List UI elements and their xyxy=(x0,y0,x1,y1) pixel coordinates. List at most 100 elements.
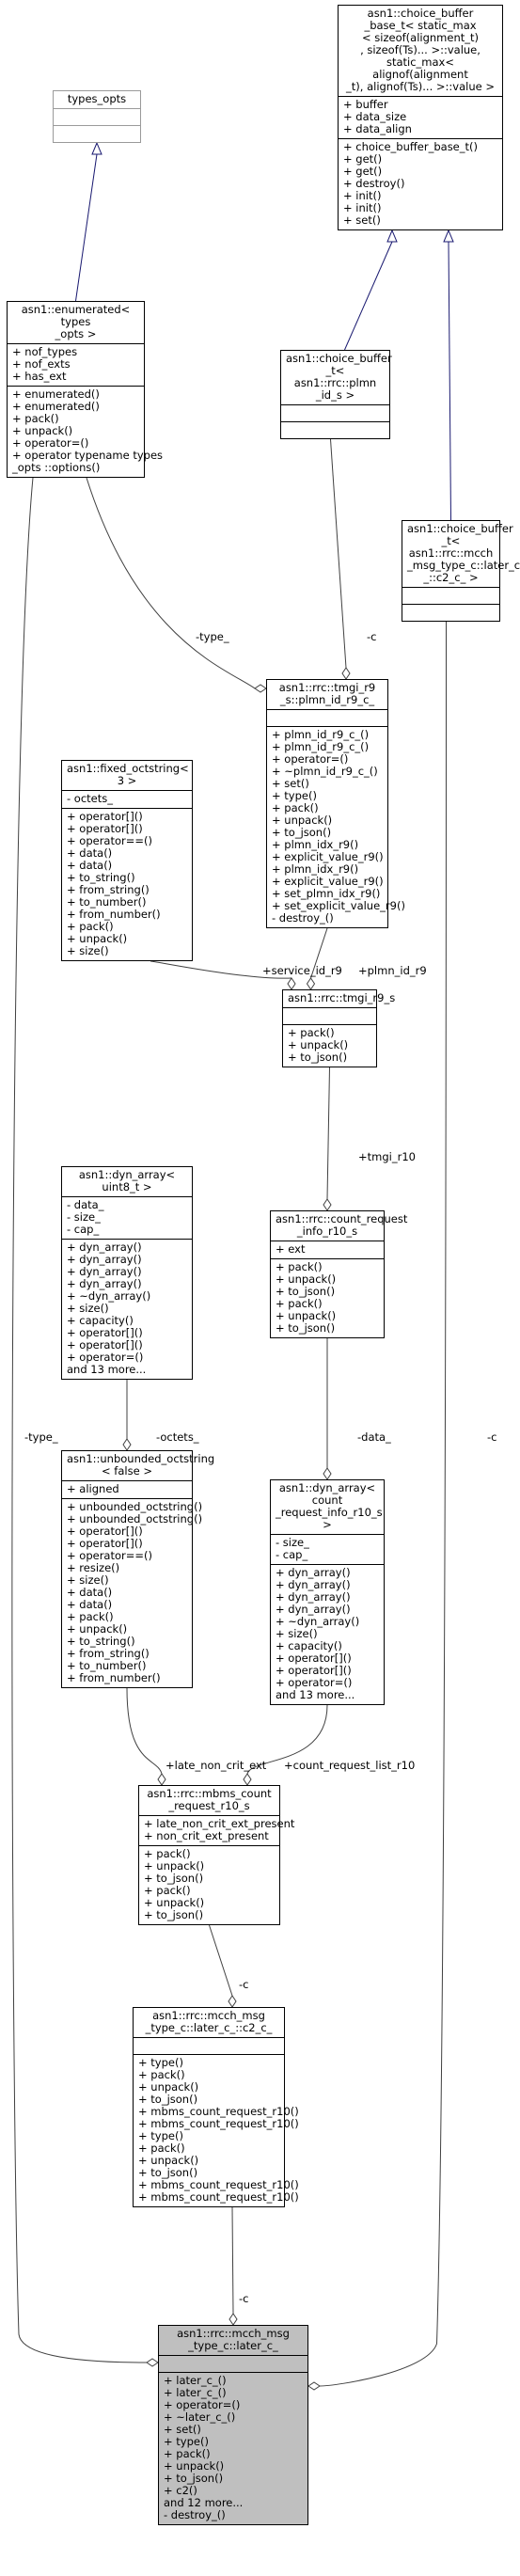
class-member: + to_json() xyxy=(276,1285,336,1298)
class-tmgi-r9[interactable]: asn1::rrc::tmgi_r9_s + pack()+ unpack()+… xyxy=(282,989,396,1067)
class-unbounded-octstring[interactable]: asn1::unbounded_octstring < false > + al… xyxy=(61,1450,214,1688)
class-member: + resize() xyxy=(67,1561,120,1574)
class-enumerated[interactable]: asn1::enumerated< types _opts > + nof_ty… xyxy=(7,301,163,478)
class-member: + pack() xyxy=(144,1847,191,1860)
class-member: + ~dyn_array() xyxy=(276,1615,360,1628)
class-member: + pack() xyxy=(272,801,319,814)
edge-label-count-request-list: +count_request_list_r10 xyxy=(284,1759,416,1772)
class-member: + operator=() xyxy=(164,2398,241,2411)
class-attributes: + nof_types+ nof_exts+ has_ext xyxy=(8,343,144,386)
class-member: + set_plmn_idx_r9() xyxy=(272,887,381,900)
class-member: + data() xyxy=(67,1598,113,1611)
class-member: + nof_types xyxy=(12,345,78,358)
class-member: + data() xyxy=(67,1586,113,1599)
class-title: asn1::dyn_array< count _request_info_r10… xyxy=(276,1481,383,1531)
class-mbms-count-request[interactable]: asn1::rrc::mbms_count _request_r10_s + l… xyxy=(138,1785,294,1925)
class-member: + type() xyxy=(272,789,317,802)
class-choice-buffer-plmn[interactable]: asn1::choice_buffer _t< asn1::rrc::plmn … xyxy=(280,350,392,439)
class-member: + explicit_value_r9() xyxy=(272,875,384,888)
class-member: + get() xyxy=(343,165,383,178)
class-member: + to_json() xyxy=(144,1872,204,1885)
class-choice-buffer-base[interactable]: asn1::choice_buffer _base_t< static_max … xyxy=(338,5,503,230)
edge-label-service-id: +service_id_r9 xyxy=(262,964,342,977)
class-count-request-info[interactable]: asn1::rrc::count_request _info_r10_s + e… xyxy=(270,1210,407,1338)
class-member: + data_size xyxy=(343,110,407,123)
class-attributes: + aligned xyxy=(62,1480,192,1498)
class-member: + to_json() xyxy=(144,1908,204,1921)
class-member: + ~later_c_() xyxy=(164,2410,236,2424)
class-member: + non_crit_ext_present xyxy=(144,1829,269,1842)
class-methods: + plmn_id_r9_c_()+ plmn_id_r9_c_()+ oper… xyxy=(267,726,405,927)
class-types-opts[interactable]: types_opts xyxy=(53,90,141,143)
class-title: asn1::rrc::tmgi_r9_s xyxy=(288,991,396,1004)
class-attributes: - data_- size_- cap_ xyxy=(62,1196,192,1239)
class-methods: + type()+ pack()+ unpack()+ to_json()+ m… xyxy=(134,2054,299,2206)
class-member: + destroy() xyxy=(343,177,405,190)
class-methods: + operator[]()+ operator[]()+ operator==… xyxy=(62,808,192,960)
class-member: + operator[]() xyxy=(67,822,143,835)
class-member: + to_string() xyxy=(67,1635,135,1648)
class-member: + to_json() xyxy=(138,2166,198,2179)
class-c2[interactable]: asn1::rrc::mcch_msg _type_c::later_c_::c… xyxy=(133,2007,299,2207)
class-methods xyxy=(402,604,499,621)
class-member: + operator[]() xyxy=(67,1537,143,1550)
class-methods xyxy=(54,125,140,142)
class-member: + c2() xyxy=(164,2484,197,2497)
class-member: + unpack() xyxy=(138,2154,199,2167)
class-attributes: + ext xyxy=(271,1241,384,1258)
class-member: + set_explicit_value_r9() xyxy=(272,899,405,912)
class-attributes: - size_- cap_ xyxy=(271,1534,384,1564)
class-member: + dyn_array() xyxy=(67,1241,142,1254)
class-member: + plmn_idx_r9() xyxy=(272,862,359,876)
class-fixed-octstring[interactable]: asn1::fixed_octstring< 3 > - octets_ + o… xyxy=(61,760,193,961)
class-methods: + pack()+ unpack()+ to_json() xyxy=(283,1024,376,1067)
class-member: + to_json() xyxy=(288,1051,348,1064)
class-member: + operator=() xyxy=(272,752,349,766)
class-member: + dyn_array() xyxy=(67,1265,142,1278)
class-member: + plmn_id_r9_c_() xyxy=(272,740,370,753)
class-attributes xyxy=(54,108,140,125)
class-member: + nof_exts xyxy=(12,357,71,371)
class-methods: + pack()+ unpack()+ to_json()+ pack()+ u… xyxy=(271,1258,384,1337)
composition-edge xyxy=(310,927,328,979)
class-attributes xyxy=(134,2037,284,2054)
class-methods: + unbounded_octstring()+ unbounded_octst… xyxy=(62,1498,202,1687)
class-member: + operator=() xyxy=(276,1676,353,1689)
class-member: - cap_ xyxy=(276,1548,308,1561)
class-member: + enumerated() xyxy=(12,387,100,401)
class-choice-buffer-c2[interactable]: asn1::choice_buffer _t< asn1::rrc::mcch … xyxy=(402,520,520,622)
class-member: + to_number() xyxy=(67,1659,147,1672)
class-methods: + pack()+ unpack()+ to_json()+ pack()+ u… xyxy=(139,1845,279,1924)
class-member: + data_align xyxy=(343,122,412,135)
class-member: + ext xyxy=(276,1242,306,1256)
class-member: + unpack() xyxy=(272,814,333,827)
class-dyn-array-count-request[interactable]: asn1::dyn_array< count _request_info_r10… xyxy=(270,1479,385,1705)
class-methods: + enumerated()+ enumerated()+ pack()+ un… xyxy=(8,386,163,477)
class-member: + unpack() xyxy=(144,1896,205,1909)
class-member: - cap_ xyxy=(67,1223,100,1236)
class-methods xyxy=(281,421,389,438)
class-methods: + dyn_array()+ dyn_array()+ dyn_array()+… xyxy=(271,1564,384,1704)
composition-diamond xyxy=(157,1773,166,1786)
composition-diamond xyxy=(323,1198,332,1211)
class-member: + to_string() xyxy=(67,871,135,884)
class-member: + unpack() xyxy=(276,1309,337,1322)
class-member: + operator[]() xyxy=(67,1326,143,1339)
class-member: + capacity() xyxy=(67,1314,134,1327)
inheritance-arrow xyxy=(91,141,102,155)
class-member: + dyn_array() xyxy=(276,1603,351,1616)
class-member: + dyn_array() xyxy=(276,1578,351,1591)
class-methods: + dyn_array()+ dyn_array()+ dyn_array()+… xyxy=(62,1239,192,1379)
class-title: asn1::rrc::mcch_msg _type_c::later_c_ xyxy=(177,2327,290,2352)
class-member: + to_json() xyxy=(164,2472,224,2485)
class-dyn-array-uint8[interactable]: asn1::dyn_array< uint8_t > - data_- size… xyxy=(61,1166,193,1380)
class-member: + set() xyxy=(272,777,309,790)
class-plmn-id-r9[interactable]: asn1::rrc::tmgi_r9 _s::plmn_id_r9_c_ + p… xyxy=(266,679,405,928)
class-member: + size() xyxy=(67,1302,109,1315)
edge-label-type: -type_ xyxy=(196,630,229,643)
composition-edge xyxy=(330,438,347,669)
class-member: + later_c_() xyxy=(164,2386,227,2399)
class-title: asn1::rrc::mbms_count _request_r10_s xyxy=(147,1787,272,1812)
class-later[interactable]: asn1::rrc::mcch_msg _type_c::later_c_ + … xyxy=(158,2325,308,2525)
edge-label-data: -data_ xyxy=(357,1430,391,1444)
